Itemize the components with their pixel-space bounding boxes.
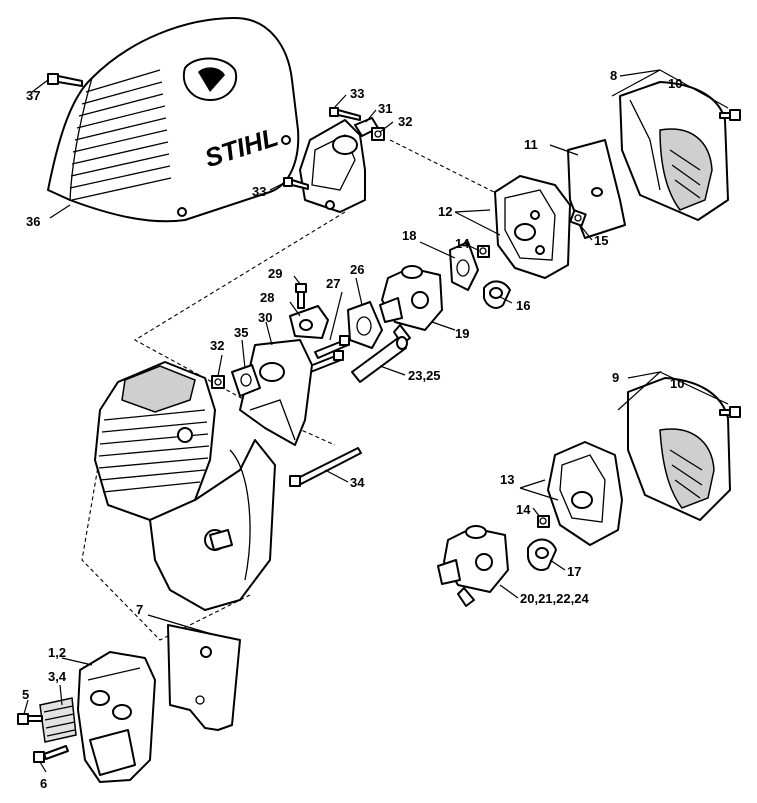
callout-29: 29	[268, 266, 282, 281]
callout-8: 8	[610, 68, 617, 83]
nut-14-bottom-icon[interactable]	[537, 515, 550, 528]
screw-33-top-icon[interactable]	[329, 107, 361, 121]
callout-14-bottom: 14	[516, 502, 531, 517]
clamp-28[interactable]	[289, 305, 329, 339]
intake-elbow-housing[interactable]	[299, 119, 366, 213]
screw-5-icon[interactable]	[17, 713, 43, 725]
manifold-gasket-26[interactable]	[347, 301, 383, 349]
nut-14-top-icon[interactable]	[477, 245, 490, 258]
filter-base-12[interactable]	[494, 175, 571, 279]
callout-33-bottom: 33	[252, 184, 266, 199]
callout-17: 17	[567, 564, 581, 579]
callout-15: 15	[594, 233, 608, 248]
intake-flange-30[interactable]	[239, 339, 313, 446]
callout-20-21-22-24: 20,21,22,24	[520, 591, 589, 606]
choke-knob-17[interactable]	[527, 538, 557, 571]
fuel-hose-23-25[interactable]	[351, 336, 408, 383]
callout-23-25: 23,25	[408, 368, 441, 383]
callout-32-left: 32	[210, 338, 224, 353]
air-filter-cover-8[interactable]	[619, 81, 729, 221]
callout-16: 16	[516, 298, 530, 313]
screw-6-icon[interactable]	[33, 745, 69, 763]
callout-9: 9	[612, 370, 619, 385]
cover-vent-slats	[69, 69, 172, 201]
screw-10-bottom-icon[interactable]	[719, 406, 741, 418]
callout-10-top: 10	[668, 76, 682, 91]
nut-15-icon[interactable]	[569, 209, 587, 227]
callout-11: 11	[524, 137, 538, 152]
callout-33-top: 33	[350, 86, 364, 101]
choke-knob-16[interactable]	[483, 280, 511, 309]
carburetor-19[interactable]	[379, 265, 443, 345]
heat-shield-plate-7[interactable]	[167, 624, 241, 731]
callout-13: 13	[500, 472, 514, 487]
callout-14-top: 14	[455, 236, 470, 251]
callout-1-2: 1,2	[48, 645, 66, 660]
callout-7: 7	[136, 602, 143, 617]
callout-37: 37	[26, 88, 40, 103]
callout-31: 31	[378, 101, 392, 116]
callout-19: 19	[455, 326, 469, 341]
callout-3-4: 3,4	[48, 669, 67, 684]
air-filter-cover-9[interactable]	[627, 377, 731, 521]
callout-18: 18	[402, 228, 416, 243]
callout-labels: 37 36 33 31 32 33 8 10 11 12 14 15 18 16…	[22, 68, 684, 791]
carburetor-20-21-22-24[interactable]	[437, 525, 509, 607]
callout-32-top: 32	[398, 114, 412, 129]
gasket-18[interactable]	[449, 241, 479, 291]
screws-27-icon[interactable]	[304, 335, 350, 374]
engine-cylinder-block[interactable]	[94, 361, 216, 521]
callout-34: 34	[350, 475, 365, 490]
spark-arrestor-screen-3-4[interactable]	[39, 697, 77, 743]
callout-5: 5	[22, 687, 29, 702]
callout-28: 28	[260, 290, 274, 305]
callout-30: 30	[258, 310, 272, 325]
callout-26: 26	[350, 262, 364, 277]
callout-36: 36	[26, 214, 40, 229]
bolt-34[interactable]	[289, 447, 362, 487]
screw-33-bottom-icon[interactable]	[283, 177, 309, 190]
callout-12: 12	[438, 204, 452, 219]
screw-29-icon[interactable]	[295, 283, 307, 309]
nut-32-left-icon[interactable]	[211, 375, 225, 389]
callout-10-bottom: 10	[670, 376, 684, 391]
filter-base-13[interactable]	[547, 441, 623, 546]
engine-cover-shroud[interactable]: STIHL	[47, 17, 300, 223]
screw-10-top-icon[interactable]	[719, 109, 741, 121]
callout-35: 35	[234, 325, 248, 340]
callout-6: 6	[40, 776, 47, 791]
muffler-1-2[interactable]	[77, 651, 156, 783]
callout-leader-lines	[23, 69, 729, 773]
callout-27: 27	[326, 276, 340, 291]
screw-37-icon[interactable]	[47, 73, 83, 87]
engine-crankcase[interactable]	[149, 439, 276, 611]
